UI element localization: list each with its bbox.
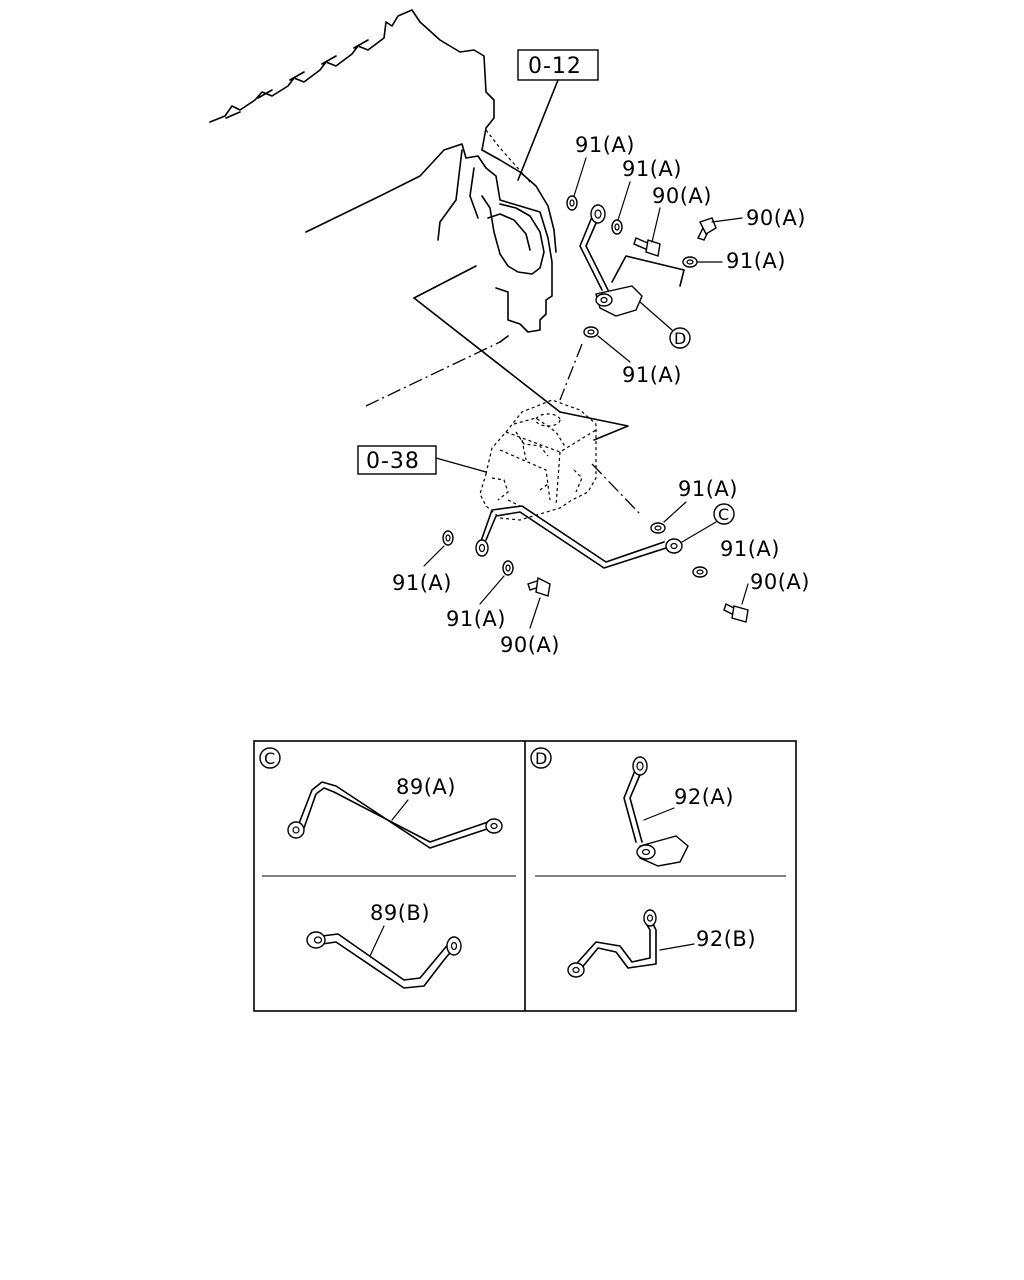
label-89a: 89(A) [396,775,456,799]
bolt-90a-4 [723,603,749,623]
callout-91a-4: 91(A) [622,363,682,387]
ref-0-12-label: 0-12 [528,54,582,79]
bolt-90a-3 [527,576,551,597]
callout-91a-5: 91(A) [678,477,738,501]
label-92b: 92(B) [696,927,756,951]
pipe-92a: 92(A) [623,756,734,867]
callout-90a-4: 90(A) [500,633,560,657]
callout-91a-7: 91(A) [392,571,452,595]
washer-91a-1 [566,195,578,211]
engine-block-outline [209,9,557,407]
pipe-c-assembly [475,505,683,569]
pipe-89a: 89(A) [287,775,503,849]
projection-lines [413,265,641,515]
washer-91a-4 [583,326,599,338]
panel-c-label: C [264,749,275,768]
washer-91a-3 [682,256,698,268]
circle-d-marker [669,327,691,349]
pipe-d-assembly [579,204,685,317]
washer-91a-8 [692,566,708,578]
upper-fasteners [566,195,717,338]
upper-callouts: 91(A) 91(A) 90(A) 90(A) 91(A) D 91(A) [573,133,806,387]
label-89b: 89(B) [370,901,430,925]
washer-91a-2 [611,219,623,235]
circle-c-marker [713,503,735,525]
callout-90a-3: 90(A) [750,570,810,594]
callout-91a-8: 91(A) [446,607,506,631]
injection-pump [479,399,597,521]
label-92a: 92(A) [674,785,734,809]
panel-d-label: D [535,749,547,768]
panel-d-marker [530,747,552,769]
bolt-90a-1 [633,237,661,257]
pipe-89b: 89(B) [306,901,462,989]
detail-panel: C D 89(A) 89(B) [253,740,797,1012]
washer-91a-6 [442,530,454,546]
callout-91a-3: 91(A) [726,249,786,273]
callout-91a-6: 91(A) [720,537,780,561]
washer-91a-7 [502,560,514,576]
washer-91a-5 [650,522,666,534]
callout-90a-2: 90(A) [746,206,806,230]
lower-callouts: 91(A) C 91(A) 90(A) 91(A) 91(A) 90(A) [392,477,810,657]
ref-0-38-label: 0-38 [366,449,420,474]
panel-c-marker [259,747,281,769]
ref-box-0-38: 0-38 [357,445,487,475]
circle-c-label: C [718,505,729,524]
lower-fasteners [442,522,749,623]
pipe-92b: 92(B) [567,909,756,978]
callout-91a-1: 91(A) [575,133,635,157]
callout-90a-1: 90(A) [652,184,712,208]
circle-d-label: D [674,329,686,348]
ref-box-0-12: 0-12 [517,49,599,181]
callout-91a-2: 91(A) [622,157,682,181]
